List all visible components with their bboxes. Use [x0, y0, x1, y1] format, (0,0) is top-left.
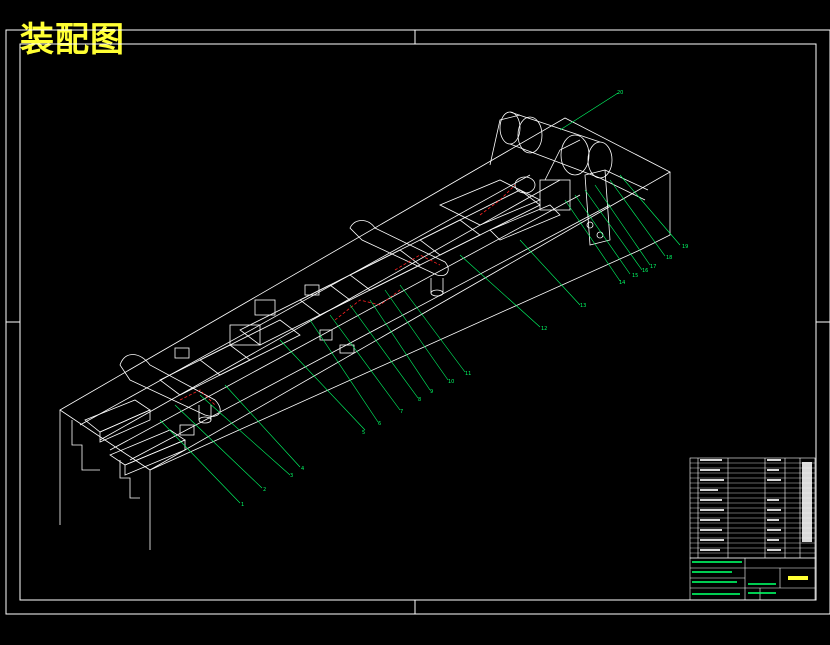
callout-5: 5 [362, 430, 365, 436]
callout-7: 7 [400, 409, 403, 415]
callout-10: 10 [448, 379, 454, 385]
sheet-border [5, 29, 830, 615]
callout-4: 4 [301, 466, 304, 472]
callout-3: 3 [290, 473, 293, 479]
callout-6: 6 [378, 421, 381, 427]
callout-13: 13 [580, 303, 586, 309]
callout-20: 20 [617, 90, 623, 96]
drawing-title: 装配图 [20, 20, 125, 60]
callout-2: 2 [263, 487, 266, 493]
callout-11: 11 [465, 371, 471, 377]
callout-labels: 1 2 3 4 5 6 7 8 9 10 11 12 13 14 15 16 1… [241, 90, 688, 508]
callout-8: 8 [418, 397, 421, 403]
callout-18: 18 [666, 255, 672, 261]
callout-16: 16 [642, 268, 648, 274]
parts-list-rows [690, 462, 815, 554]
callout-leaders [159, 92, 681, 504]
callout-14: 14 [619, 280, 625, 286]
drive-head [489, 111, 649, 246]
title-block-name [788, 576, 808, 580]
callout-17: 17 [650, 264, 656, 270]
machine-frame [59, 117, 671, 550]
callout-12: 12 [541, 326, 547, 332]
callout-19: 19 [682, 244, 688, 250]
callout-15: 15 [632, 273, 638, 279]
title-block-marks [692, 561, 776, 595]
callout-1: 1 [241, 502, 244, 508]
parts-list-smudges [700, 459, 812, 551]
callout-9: 9 [430, 389, 433, 395]
title-block [689, 557, 816, 601]
